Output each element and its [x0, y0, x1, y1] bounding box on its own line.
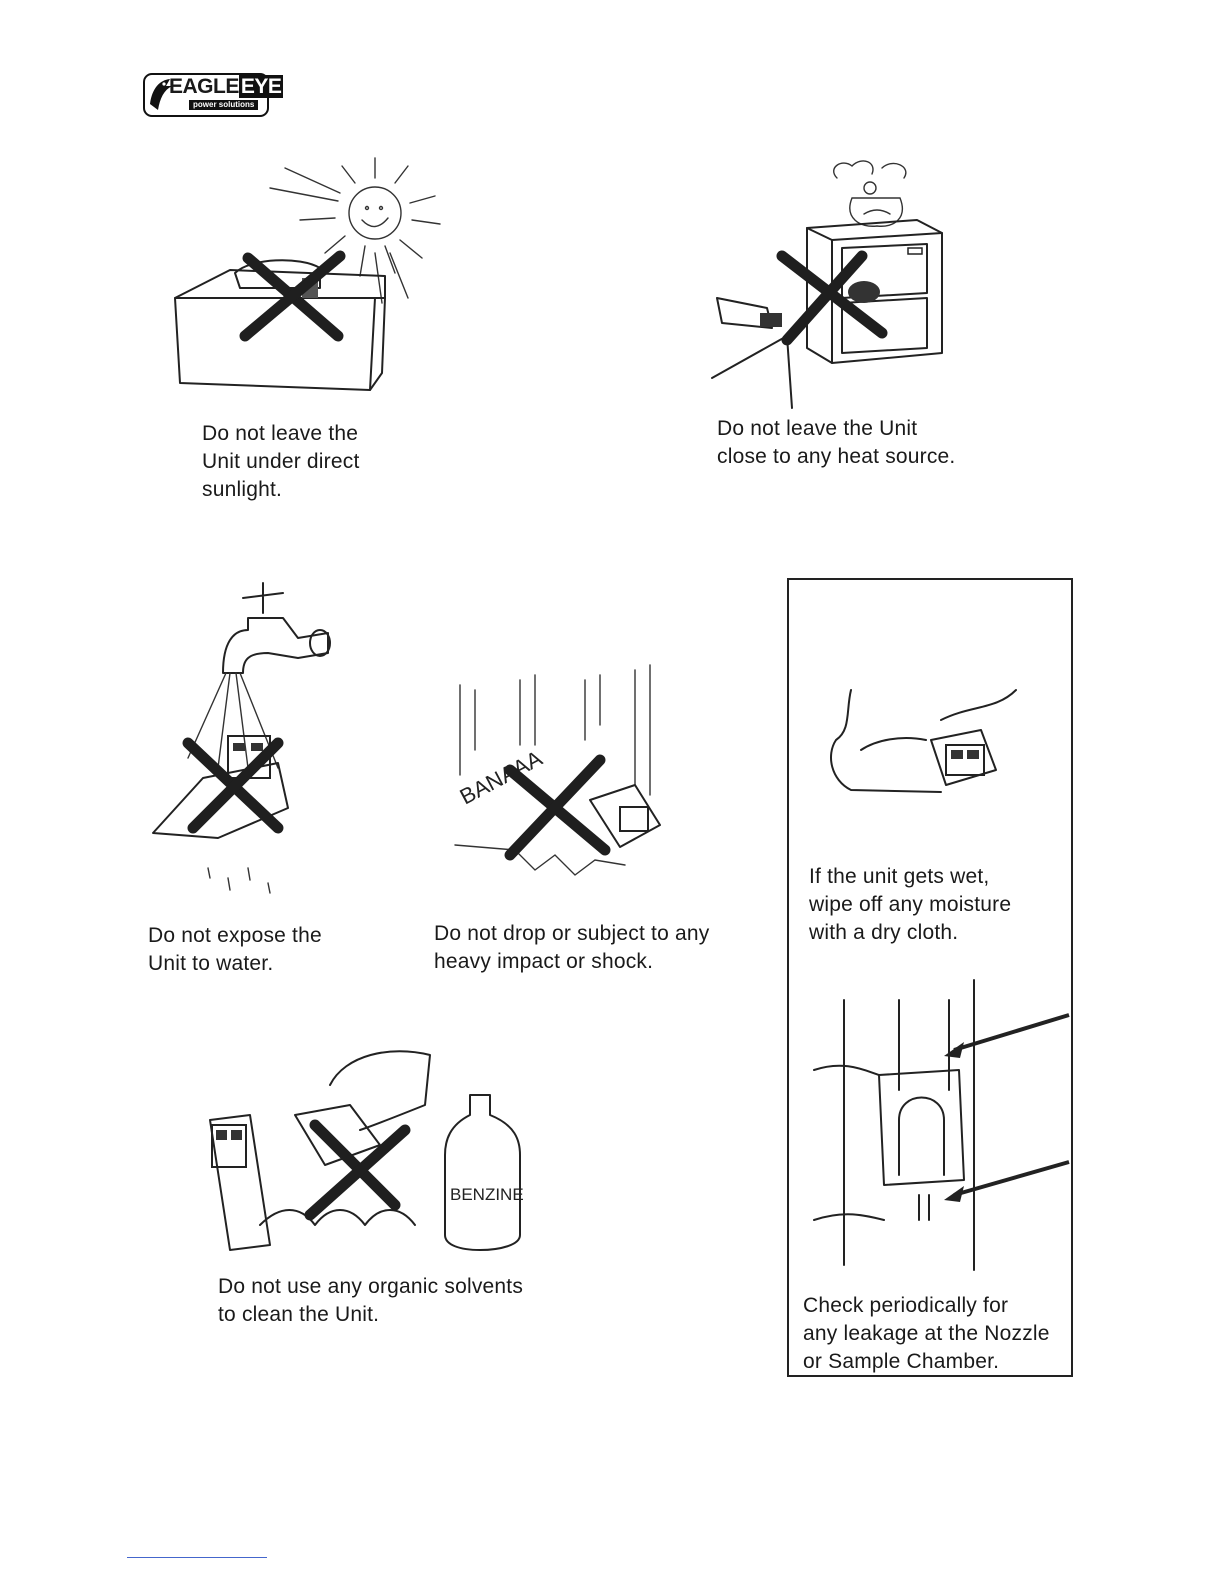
caption-sunlight: Do not leave the Unit under direct sunli…: [202, 422, 360, 501]
water-illustration: [152, 582, 331, 894]
sunlight-illustration: [174, 157, 441, 391]
caption-solvents: Do not use any organic solvents to clean…: [218, 1275, 524, 1326]
wipe-cloth-illustration: [830, 689, 1017, 793]
caption-leakage: Check periodically for any leakage at th…: [803, 1294, 1050, 1373]
caption-wet: If the unit gets wet, wipe off any moist…: [809, 865, 1012, 944]
eagle-eye-logo: EAGLEEYE power solutions: [143, 73, 284, 117]
caption-heat: Do not leave the Unit close to any heat …: [717, 417, 956, 468]
crash-sound-text: BANAAA: [456, 745, 547, 809]
caption-drop: Do not drop or subject to any heavy impa…: [434, 922, 710, 973]
eagle-icon: [150, 79, 172, 110]
bottle-label-text: BENZINE: [450, 1185, 524, 1204]
footer-divider: [127, 1557, 267, 1558]
maintenance-panel: If the unit gets wet, wipe off any moist…: [787, 578, 1073, 1377]
organic-solvents-illustration: BENZINE: [209, 1050, 524, 1251]
nozzle-chamber-illustration: [813, 979, 1070, 1271]
logo-wordmark: EAGLEEYE: [169, 75, 284, 98]
heat-source-illustration: [711, 160, 943, 409]
caption-water: Do not expose the Unit to water.: [148, 924, 322, 975]
drop-impact-illustration: BANAAA: [454, 664, 661, 876]
logo-tagline: power solutions: [189, 100, 259, 110]
